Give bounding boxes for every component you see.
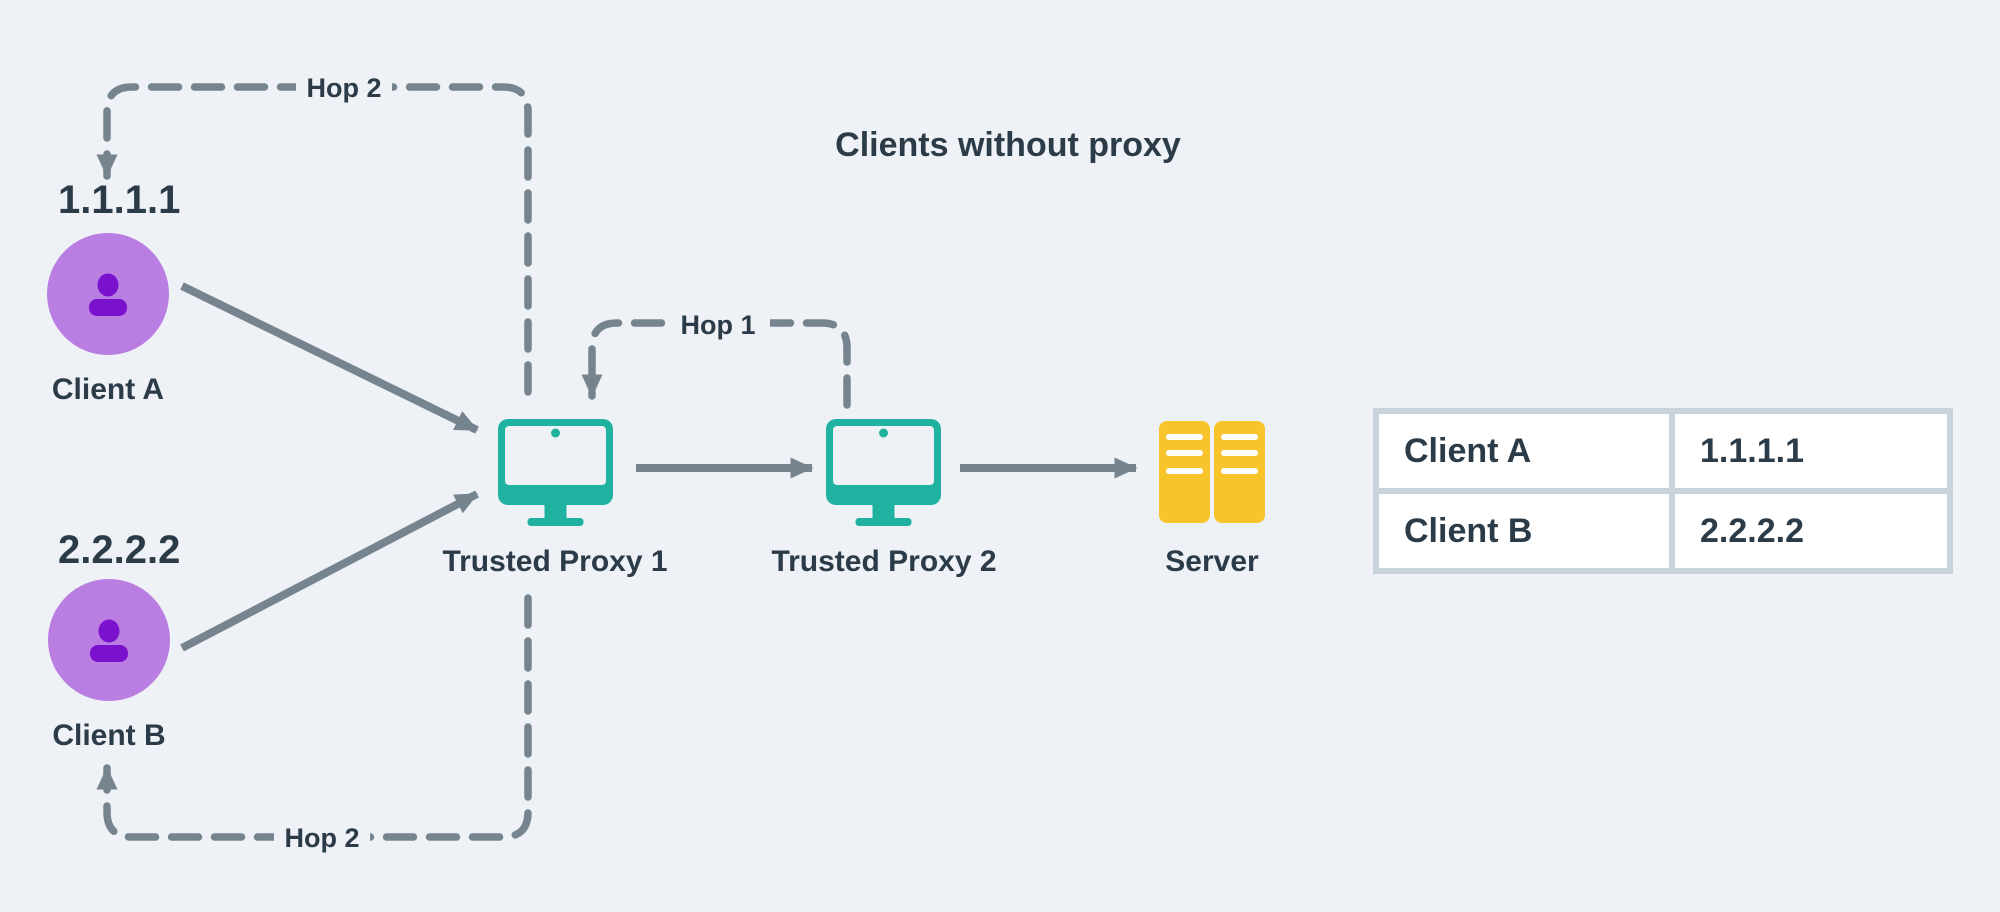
proxy2-label: Trusted Proxy 2 xyxy=(771,545,996,578)
proxy1-label: Trusted Proxy 1 xyxy=(442,545,667,578)
client-b-label: Client B xyxy=(52,719,165,752)
client-a-node: 1.1.1.1 Client A xyxy=(47,178,180,406)
server-node: Server xyxy=(1159,421,1265,578)
proxy1-node: Trusted Proxy 1 xyxy=(442,419,668,578)
hop1-label: Hop 1 xyxy=(680,310,755,340)
arrow-client-a-to-proxy1 xyxy=(180,282,479,434)
diagram-title: Clients without proxy xyxy=(835,126,1181,164)
user-icon xyxy=(48,579,170,701)
server-icon xyxy=(1159,421,1265,523)
proxy2-node: Trusted Proxy 2 xyxy=(771,419,997,578)
hop1-label-mask xyxy=(666,304,770,342)
client-a-label: Client A xyxy=(52,373,164,406)
client-a-ip: 1.1.1.1 xyxy=(58,178,180,222)
arrow-client-b-to-proxy1 xyxy=(180,490,479,652)
client-b-node: 2.2.2.2 Client B xyxy=(48,528,180,752)
hop2-bottom-label-mask xyxy=(274,818,370,856)
hop2-bottom-label: Hop 2 xyxy=(284,823,359,853)
hop2-bottom-dashed-arrow xyxy=(96,594,532,841)
hop2-top-label-mask xyxy=(296,68,392,106)
table-cell-client-b: Client B xyxy=(1379,494,1669,568)
user-icon xyxy=(47,233,169,355)
hop2-top-label: Hop 2 xyxy=(306,73,381,103)
server-label: Server xyxy=(1165,545,1259,578)
monitor-icon xyxy=(826,419,941,526)
hop2-top-dashed-arrow xyxy=(96,83,532,396)
monitor-icon xyxy=(498,419,613,526)
client-ip-table: Client A 1.1.1.1 Client B 2.2.2.2 xyxy=(1373,408,1953,574)
table-cell-ip-b: 2.2.2.2 xyxy=(1675,494,1947,568)
table-cell-ip-a: 1.1.1.1 xyxy=(1675,414,1947,488)
table-cell-client-a: Client A xyxy=(1379,414,1669,488)
client-b-ip: 2.2.2.2 xyxy=(58,528,180,572)
